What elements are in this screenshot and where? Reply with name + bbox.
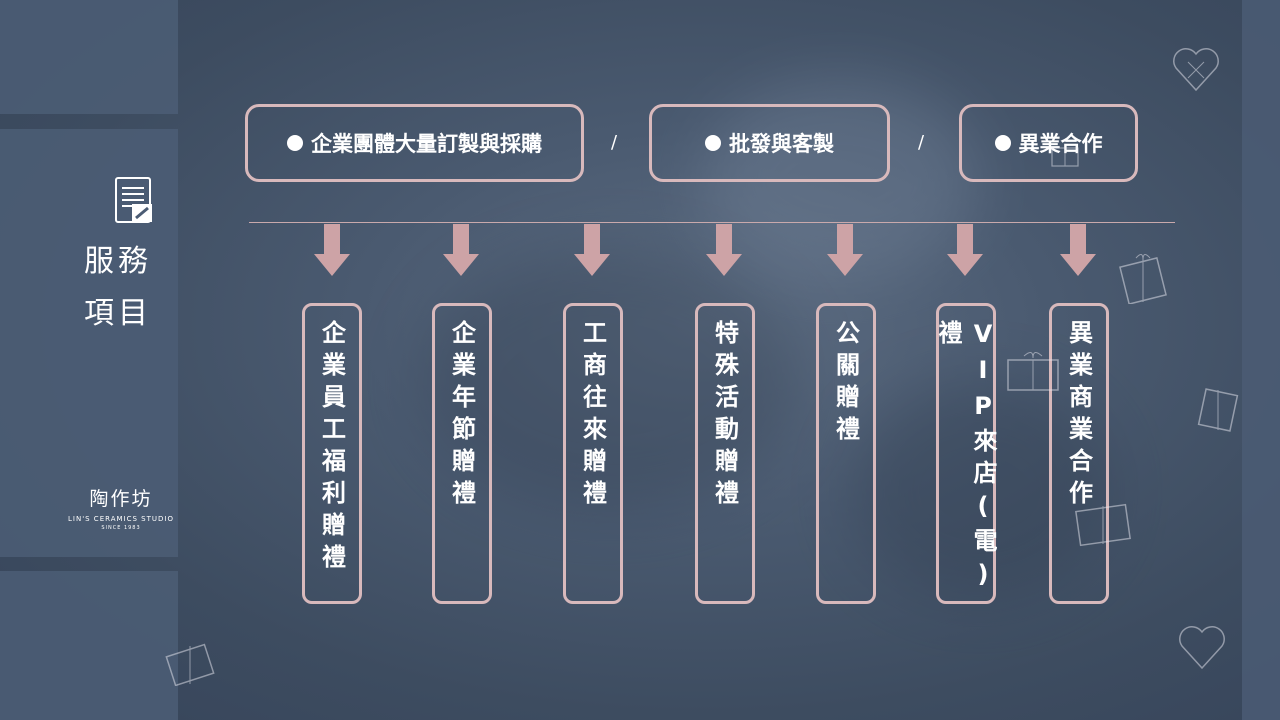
logo-name: 陶作坊 xyxy=(66,484,176,511)
gift-box-icon xyxy=(1118,248,1168,308)
down-arrow-icon xyxy=(574,224,610,276)
down-arrow-icon xyxy=(827,224,863,276)
category-label: 批發與客製 xyxy=(729,128,834,158)
gift-box-icon xyxy=(1004,348,1062,398)
right-strip xyxy=(1242,0,1280,720)
section-title: 服務項目 xyxy=(84,236,174,340)
service-box-employee-welfare: 企業員工福利贈禮 xyxy=(302,303,362,604)
separator: / xyxy=(611,132,617,153)
service-box-vip-gifts: VIP來店(電)禮 xyxy=(936,303,996,604)
service-box-business-relations: 工商往來贈禮 xyxy=(563,303,623,604)
divider-line xyxy=(249,222,1175,223)
service-box-new-year: 企業年節贈禮 xyxy=(432,303,492,604)
bullet-icon xyxy=(705,135,721,151)
heart-gift-icon xyxy=(1176,620,1228,676)
down-arrow-icon xyxy=(1060,224,1096,276)
separator: / xyxy=(918,132,924,153)
service-label: VIP來店(電)禮 xyxy=(931,320,1001,601)
left-panel-top xyxy=(0,0,178,114)
service-label: 企業年節贈禮 xyxy=(445,320,480,601)
gift-box-icon xyxy=(1196,384,1240,438)
logo-subtitle: LIN'S CERAMICS STUDIO xyxy=(66,515,176,523)
gift-box-icon xyxy=(1048,140,1082,174)
category-pill-corporate: 企業團體大量訂製與採購 xyxy=(245,104,584,182)
heart-gift-icon xyxy=(1170,44,1222,98)
gift-box-icon xyxy=(164,640,216,690)
service-label: 工商往來贈禮 xyxy=(576,320,611,601)
left-panel xyxy=(0,0,178,720)
down-arrow-icon xyxy=(947,224,983,276)
service-box-pr-gifts: 公關贈禮 xyxy=(816,303,876,604)
down-arrow-icon xyxy=(706,224,742,276)
down-arrow-icon xyxy=(443,224,479,276)
brand-logo: 陶作坊 LIN'S CERAMICS STUDIO SINCE 1983 xyxy=(66,484,176,531)
service-label: 公關贈禮 xyxy=(829,320,864,601)
bullet-icon xyxy=(287,135,303,151)
service-label: 企業員工福利贈禮 xyxy=(315,320,350,601)
category-label: 企業團體大量訂製與採購 xyxy=(311,128,542,158)
service-label: 異業商業合作 xyxy=(1062,320,1097,601)
bullet-icon xyxy=(995,135,1011,151)
left-panel-bottom xyxy=(0,571,178,720)
logo-since: SINCE 1983 xyxy=(66,525,176,531)
service-label: 特殊活動贈禮 xyxy=(708,320,743,601)
gift-box-icon xyxy=(1072,498,1134,554)
category-pill-wholesale: 批發與客製 xyxy=(649,104,890,182)
document-edit-icon xyxy=(114,176,154,224)
down-arrow-icon xyxy=(314,224,350,276)
service-box-special-events: 特殊活動贈禮 xyxy=(695,303,755,604)
